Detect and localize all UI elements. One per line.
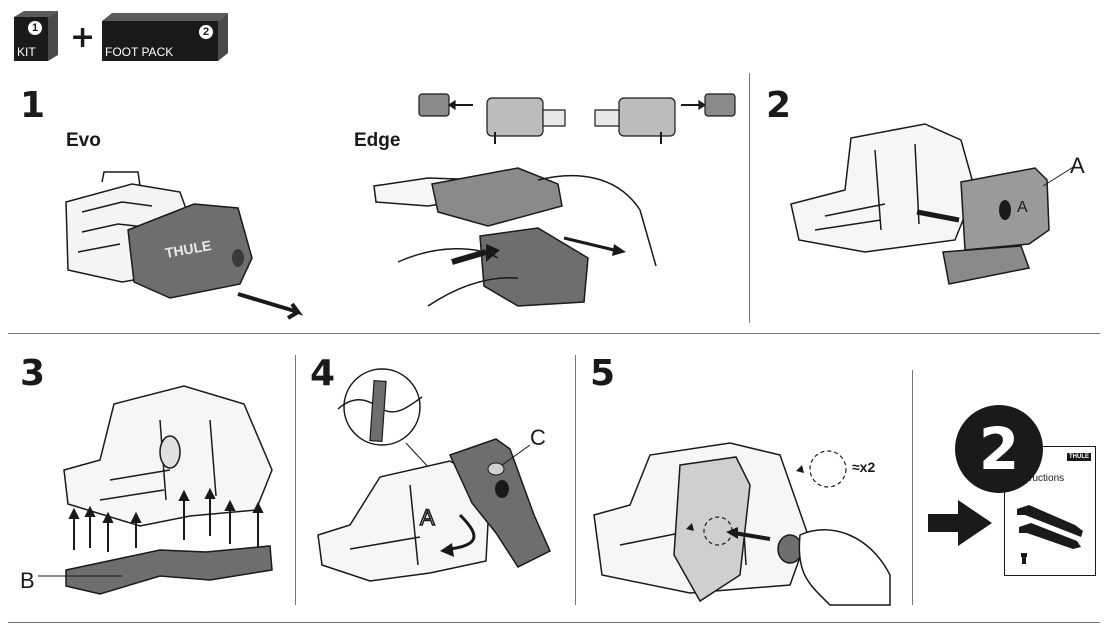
divider-step5-next (912, 370, 913, 605)
foot-pack-box: 2 FOOT PACK (102, 21, 218, 61)
step-4-cover (448, 438, 551, 568)
edge-right-body (618, 97, 676, 137)
foot-pack-box-side (218, 13, 228, 61)
step-5-arrow (733, 531, 771, 541)
plus-sign: + (70, 20, 96, 55)
step-5-number: 5 (590, 353, 616, 394)
callout-c: C (530, 425, 546, 450)
step-4-curved-arrow (449, 513, 476, 551)
svg-text:A: A (420, 505, 435, 530)
next-arrow-icon (928, 500, 992, 546)
divider-step1-step2 (749, 73, 750, 323)
kit-box-side (48, 11, 58, 61)
step-5-hand (777, 529, 891, 606)
edge-label: Edge (354, 130, 401, 151)
step-2-arrow (916, 209, 960, 223)
step-2-number: 2 (766, 85, 792, 126)
divider-bottom (8, 622, 1100, 623)
step-3-rubber-pads (65, 545, 273, 595)
step-5-illustration (593, 442, 891, 606)
step-2-illustration: A (790, 123, 1076, 285)
pad-plate (942, 245, 1031, 285)
screw-icon (1021, 553, 1027, 564)
step-3-up-arrows (68, 487, 264, 552)
evo-foot-cover: THULE (127, 203, 253, 299)
foot-pack-label: FOOT PACK (105, 45, 174, 59)
evo-brand-text: THULE (164, 237, 213, 261)
roof-bars-icon (1017, 505, 1083, 549)
manual-title: Instructions (1013, 473, 1065, 484)
kit-box: 1 KIT (14, 17, 48, 61)
evo-label: Evo (66, 130, 101, 151)
kit-badge: 1 (28, 21, 42, 35)
next-step-number: 2 (955, 405, 1043, 493)
step-5-dashed-circle (809, 450, 847, 488)
quantity-x2: ≈x2 (852, 459, 876, 475)
foot-pack-box-top (102, 13, 228, 21)
step-4-number: 4 (310, 353, 336, 394)
edge-left-cap (418, 93, 450, 117)
callout-a: A (1070, 153, 1085, 178)
divider-middle (8, 333, 1100, 334)
divider-step4-step5 (575, 355, 576, 605)
step-5-cover (673, 456, 751, 603)
edge-foot-hands-illustration (373, 167, 657, 307)
edge-right-cap (704, 93, 736, 117)
callout-b: B (20, 568, 35, 593)
divider-step3-step4 (295, 355, 296, 605)
step-1-number: 1 (20, 85, 46, 126)
step-3-number: 3 (20, 353, 46, 394)
foot-pack-badge: 2 (199, 25, 213, 39)
step-4-illustration: A (317, 368, 551, 582)
edge-left-body (486, 97, 544, 137)
adapter-plate: A (960, 167, 1050, 251)
edge-pull-arrow (563, 236, 615, 252)
kit-box-top (14, 11, 58, 17)
manual-brand: THULE (1067, 453, 1091, 461)
edge-cover-parts-illustration (418, 93, 736, 144)
evo-foot-illustration: THULE (65, 171, 304, 320)
edge-push-arrow (451, 249, 487, 265)
step-3-illustration (38, 385, 273, 595)
svg-text:A: A (1017, 199, 1028, 216)
kit-label: KIT (17, 45, 36, 59)
evo-pull-arrow (237, 292, 304, 320)
